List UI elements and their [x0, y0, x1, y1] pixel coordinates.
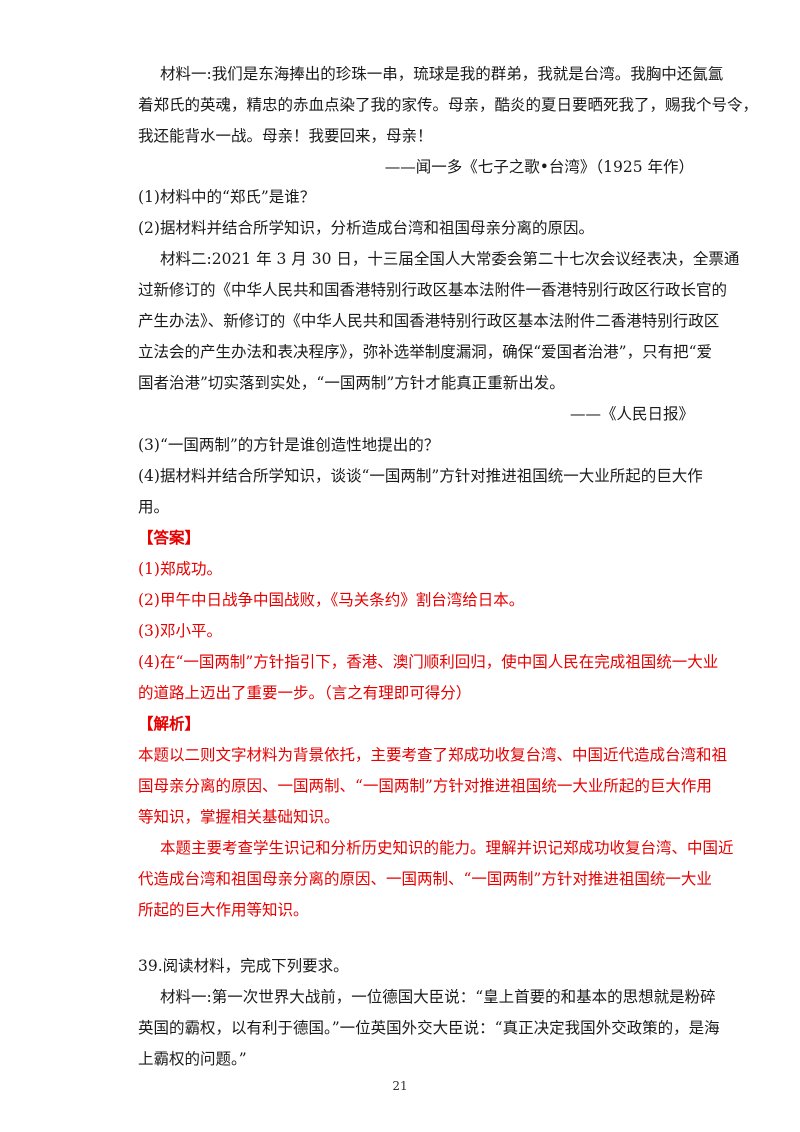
analysis-p1-line-2: 国母亲分离的原因、一国两制、“一国两制”方针对推进祖国统一大业所起的巨大作用: [138, 777, 712, 795]
material2-line-2: 过新修订的《中华人民共和国香港特别行政区基本法附件一香港特别行政区行政长官的: [138, 281, 728, 299]
page-number: 21: [392, 1079, 408, 1093]
answer-3: (3)邓小平。: [138, 622, 222, 640]
material1-line-1: 材料一:我们是东海捧出的珍珠一串，琉球是我的群弟，我就是台湾。我胸中还氤氲: [160, 65, 724, 83]
question-2: (2)据材料并结合所学知识，分析造成台湾和祖国母亲分离的原因。: [138, 219, 594, 237]
material2-line-3: 产生办法》、新修订的《中华人民共和国香港特别行政区基本法附件二香港特别行政区: [138, 312, 720, 330]
answer-4-line-2: 的道路上迈出了重要一步。（言之有理即可得分）: [138, 684, 472, 702]
analysis-p2-line-3: 所起的巨大作用等知识。: [138, 901, 309, 919]
material1-line-2: 着郑氏的英魂，精忠的赤血点染了我的家传。母亲，酷炎的夏日要晒死我了，赐我个号令，: [138, 96, 759, 114]
answer-1: (1)郑成功。: [138, 560, 222, 578]
answer-heading: 【答案】: [138, 528, 201, 547]
question-39-line-1: 材料一:第一次世界大战前，一位德国大臣说：“皇上首要的和基本的思想就是粉碎: [160, 988, 716, 1006]
material1-source: ——闻一多《七子之歌•台湾》（1925 年作）: [384, 158, 694, 176]
material2-line-5: 国者治港”切实落到实处，“一国两制”方针才能真正重新出发。: [138, 374, 565, 392]
question-3: (3)“一国两制”的方针是谁创造性地提出的？: [138, 436, 440, 454]
analysis-heading: 【解析】: [138, 714, 201, 733]
analysis-p2-line-1: 本题主要考查学生识记和分析历史知识的能力。理解并识记郑成功收复台湾、中国近: [160, 839, 734, 857]
material2-line-1: 材料二:2021 年 3 月 30 日，十三届全国人大常委会第二十七次会议经表决…: [160, 250, 740, 268]
analysis-p1-line-3: 等知识，掌握相关基础知识。: [138, 808, 340, 826]
analysis-p2-line-2: 代造成台湾和祖国母亲分离的原因、一国两制、“一国两制”方针对推进祖国统一大业: [138, 870, 712, 888]
answer-2: (2)甲午中日战争中国战败，《马关条约》割台湾给日本。: [138, 591, 525, 609]
material2-source: ——《人民日报》: [569, 405, 694, 423]
question-39-line-3: 上霸权的问题。”: [138, 1050, 247, 1068]
analysis-p1-line-1: 本题以二则文字材料为背景依托，主要考查了郑成功收复台湾、中国近代造成台湾和祖: [138, 746, 728, 764]
question-1: (1)材料中的“郑氏”是谁？: [138, 188, 316, 206]
question-4-line-2: 用。: [138, 498, 170, 516]
material2-line-4: 立法会的产生办法和表决程序》，弥补选举制度漏洞，确保“爱国者治港”，只有把“爱: [138, 343, 713, 361]
material1-line-3: 我还能背水一战。母亲！我要回来，母亲！: [138, 127, 433, 145]
answer-4-line-1: (4)在“一国两制”方针指引下，香港、澳门顺利回归，使中国人民在完成祖国统一大业: [138, 653, 719, 671]
question-4-line-1: (4)据材料并结合所学知识，谈谈“一国两制”方针对推进祖国统一大业所起的巨大作: [138, 467, 703, 485]
question-39-title: 39.阅读材料，完成下列要求。: [138, 957, 349, 975]
question-39-line-2: 英国的霸权，以有利于德国。”一位英国外交大臣说：“真正决定我国外交政策的，是海: [138, 1019, 720, 1037]
